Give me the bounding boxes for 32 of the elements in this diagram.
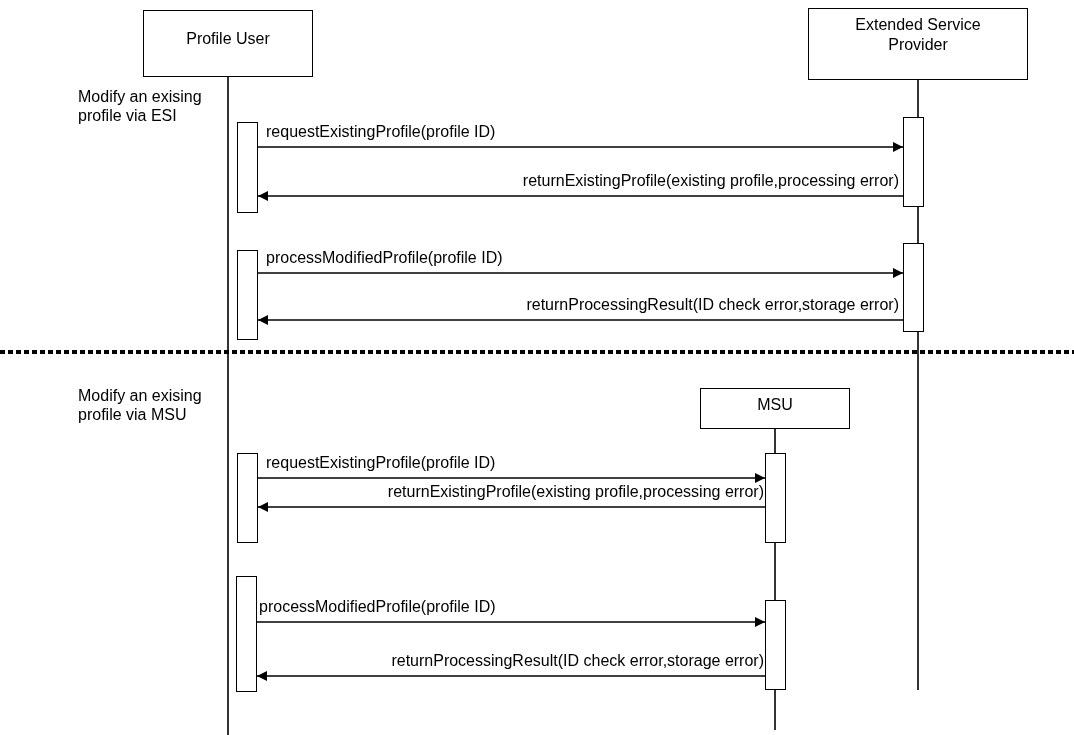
activation-bar: [237, 250, 258, 340]
message-arrow: [257, 473, 766, 483]
message-arrow: [257, 142, 904, 152]
message-arrow: [256, 617, 766, 627]
fragment-note: Modify an exising profile via MSU: [78, 386, 203, 424]
fragment-note: Modify an exising profile via ESI: [78, 87, 203, 125]
activation-bar: [903, 243, 924, 332]
activation-bar: [903, 117, 924, 207]
message-label: returnProcessingResult(ID check error,storage error): [526, 296, 899, 314]
message-label: returnProcessingResult(ID check error,storage error): [391, 652, 764, 670]
message-arrow: [256, 671, 766, 681]
message-label: returnExistingProfile(existing profile,processing error): [522, 172, 899, 190]
actor-name: MSU: [757, 395, 793, 415]
message-label: processModifiedProfile(profile ID): [266, 249, 503, 267]
activation-bar: [237, 122, 258, 213]
actor-name: Profile User: [186, 29, 270, 49]
message-label: returnExistingProfile(existing profile,processing error): [387, 483, 764, 501]
message-arrow: [257, 191, 904, 201]
activation-bar: [237, 453, 258, 543]
message-label: requestExistingProfile(profile ID): [266, 123, 496, 141]
activation-bar: [765, 453, 786, 543]
message-label: requestExistingProfile(profile ID): [266, 454, 496, 472]
activation-bar: [236, 576, 257, 692]
message-label: processModifiedProfile(profile ID): [259, 598, 496, 616]
message-arrow: [257, 268, 904, 278]
actor-name: Extended Service Provider: [854, 15, 982, 55]
activation-bar: [765, 600, 786, 690]
message-arrow: [257, 502, 766, 512]
lifeline-head-box: [700, 388, 850, 429]
lifeline-head-box: [143, 10, 313, 77]
message-arrow: [257, 315, 904, 325]
lifeline-head-box: [808, 8, 1028, 80]
